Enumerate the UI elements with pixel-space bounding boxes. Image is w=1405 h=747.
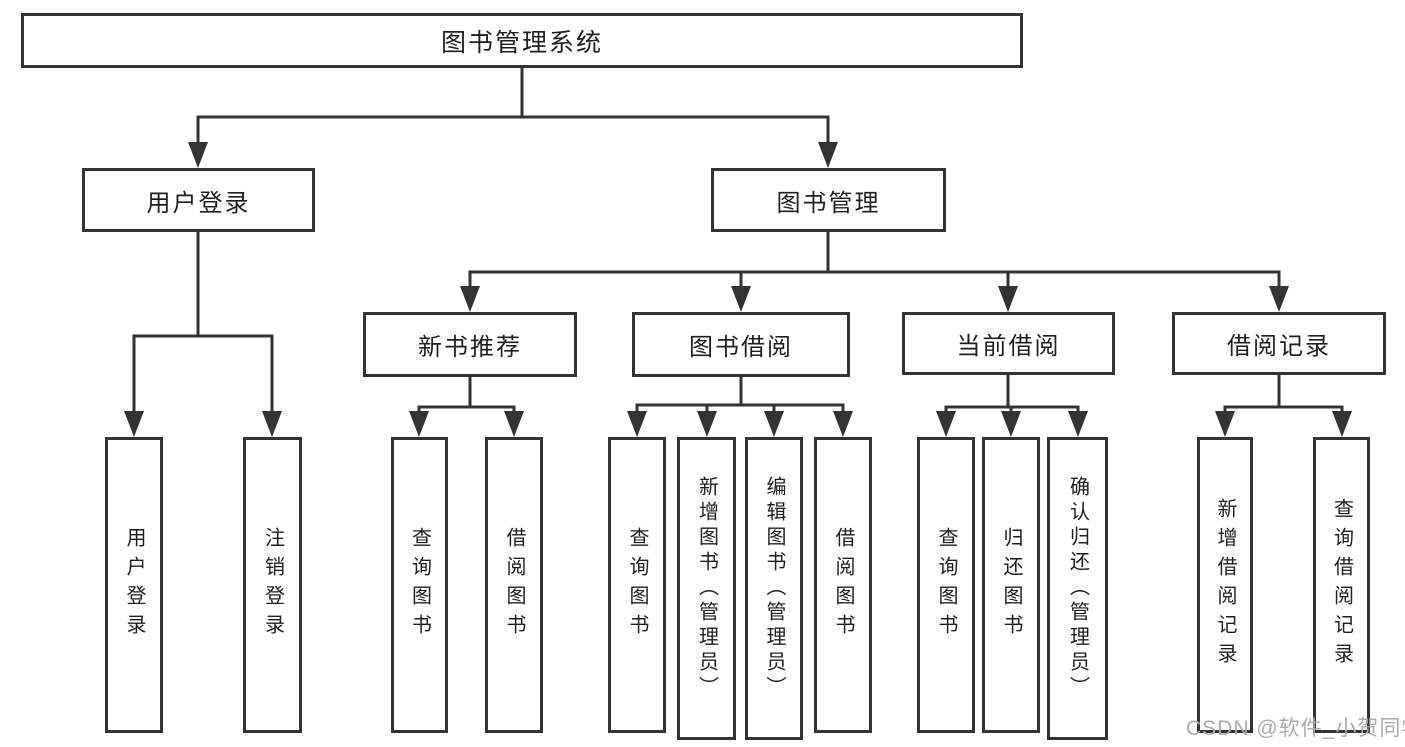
arrowhead-icon (936, 411, 956, 437)
leaf-query-books-current-label: 查询图书 (935, 527, 957, 643)
leaf-query-books-current: 查询图书 (917, 437, 975, 733)
connector-records-to-leaves (1223, 373, 1344, 414)
leaf-query-borrow-record-label: 查询借阅记录 (1330, 498, 1353, 672)
arrowhead-icon (833, 411, 853, 437)
arrowhead-icon (188, 142, 208, 168)
node-user-login-label: 用户登录 (146, 189, 251, 217)
leaf-query-books-borrowing-label: 查询图书 (626, 527, 648, 643)
leaf-logout-label: 注销登录 (261, 527, 284, 643)
arrowhead-icon (1332, 411, 1352, 437)
leaf-return-books-label: 归还图书 (1000, 527, 1022, 643)
node-book-borrowing: 图书借阅 (632, 312, 850, 377)
arrowhead-icon (1068, 411, 1088, 437)
connector-root-to-level1 (196, 66, 830, 146)
arrowhead-icon (998, 286, 1018, 312)
node-borrowing-records: 借阅记录 (1172, 312, 1386, 375)
arrowhead-icon (124, 411, 144, 437)
leaf-borrow-books: 借阅图书 (814, 437, 872, 733)
connector-newbook-to-leaves (417, 375, 516, 414)
arrowhead-icon (409, 411, 429, 437)
csdn-watermark: CSDN @软件_小贺同学 (1186, 717, 1405, 740)
leaf-borrow-books-recommend: 借阅图书 (485, 437, 543, 733)
connector-borrow-to-leaves (635, 375, 845, 414)
leaf-confirm-return-admin-label: 确认归还（管理员） (1066, 476, 1089, 701)
leaf-user-login-label: 用户登录 (123, 527, 145, 643)
leaf-edit-books-admin-label: 编辑图书（管理员） (763, 476, 785, 701)
leaf-query-borrow-record: 查询借阅记录 (1313, 437, 1370, 733)
arrowhead-icon (731, 286, 751, 312)
node-book-management: 图书管理 (711, 168, 946, 232)
arrowhead-icon (697, 411, 717, 437)
node-library-system: 图书管理系统 (21, 13, 1023, 68)
node-book-management-label: 图书管理 (776, 189, 881, 217)
leaf-borrow-books-label: 借阅图书 (832, 527, 854, 643)
leaf-add-books-admin-label: 新增图书（管理员） (695, 476, 718, 701)
leaf-return-books: 归还图书 (982, 437, 1040, 733)
leaf-edit-books-admin: 编辑图书（管理员） (745, 437, 803, 740)
arrowhead-icon (627, 411, 647, 437)
node-new-book-recommendation: 新书推荐 (363, 312, 577, 377)
arrowhead-icon (262, 411, 282, 437)
leaf-query-books-recommend-label: 查询图书 (408, 527, 431, 643)
leaf-add-borrow-record: 新增借阅记录 (1197, 437, 1253, 733)
leaf-query-books-recommend: 查询图书 (391, 437, 448, 733)
arrowheads (124, 142, 1352, 437)
arrowhead-icon (1001, 411, 1021, 437)
arrowhead-icon (818, 142, 838, 168)
leaf-logout: 注销登录 (243, 437, 302, 733)
node-book-borrowing-label: 图书借阅 (689, 334, 793, 361)
arrowhead-icon (504, 411, 524, 437)
node-new-book-recommendation-label: 新书推荐 (418, 334, 522, 361)
node-library-system-label: 图书管理系统 (440, 28, 603, 57)
connector-current-to-leaves (944, 373, 1080, 414)
arrowhead-icon (1269, 286, 1289, 312)
leaf-query-books-borrowing: 查询图书 (608, 437, 666, 733)
leaf-confirm-return-admin: 确认归还（管理员） (1047, 437, 1108, 740)
connector-bookmgmt-to-level2 (468, 230, 1281, 290)
arrowhead-icon (460, 286, 480, 312)
arrowhead-icon (1215, 411, 1235, 437)
node-current-borrowing-label: 当前借阅 (956, 333, 1061, 360)
arrowhead-icon (764, 411, 784, 437)
leaf-borrow-books-recommend-label: 借阅图书 (503, 527, 525, 643)
leaf-user-login: 用户登录 (105, 437, 163, 733)
node-borrowing-records-label: 借阅记录 (1227, 333, 1331, 360)
node-current-borrowing: 当前借阅 (902, 312, 1115, 375)
connector-userlogin-to-leaves (132, 230, 274, 414)
leaf-add-books-admin: 新增图书（管理员） (677, 437, 736, 740)
node-user-login: 用户登录 (82, 168, 315, 232)
leaf-add-borrow-record-label: 新增借阅记录 (1214, 498, 1236, 672)
